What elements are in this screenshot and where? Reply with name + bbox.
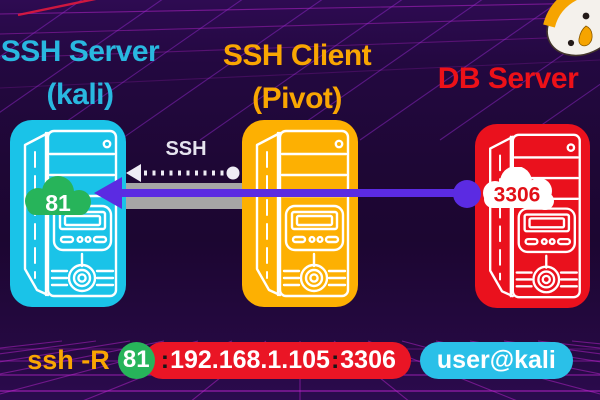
db-server-port-badge: 3306	[479, 167, 559, 213]
port-forward-arrowhead-icon	[94, 177, 122, 209]
computer-tower-icon	[489, 133, 581, 299]
ssh-tunnel-label: SSH	[165, 138, 207, 160]
computer-tower-icon	[255, 129, 350, 298]
command-remote-port: 3306	[340, 345, 396, 374]
command-local-port-badge: 81	[117, 341, 155, 379]
db-server-tower	[475, 124, 590, 308]
ssh-server-title: SSH Server (kali)	[0, 31, 170, 116]
ssh-server-port: 81	[45, 190, 71, 216]
ssh-tunnel-dotted-arrow-icon	[126, 164, 240, 182]
ssh-client-subtitle: (Pivot)	[252, 81, 342, 115]
ssh-command: ssh -R 81 : 192.168.1.105 : 3306 user@ka…	[0, 340, 600, 380]
ssh-server-port-badge: 81	[21, 176, 97, 218]
cloud-icon: 3306	[483, 167, 554, 210]
db-server-title: DB Server	[418, 58, 598, 101]
peeking-bird-mascot-icon	[543, 0, 600, 57]
command-prefix: ssh -R	[27, 344, 110, 375]
command-remote-host-pill: : 192.168.1.105 : 3306	[143, 341, 411, 379]
command-separator: :	[330, 345, 340, 374]
command-separator: :	[160, 345, 170, 374]
cloud-icon: 81	[25, 176, 91, 216]
ssh-client-title: SSH Client (Pivot)	[207, 35, 387, 120]
ssh-server-title-line: SSH Server	[0, 35, 160, 68]
command-remote-host: 192.168.1.105	[170, 345, 330, 374]
ssh-client-tower	[242, 120, 358, 307]
ssh-client-title-line: SSH Client	[222, 39, 372, 72]
command-login-pill: user@kali	[419, 341, 573, 379]
db-server-port: 3306	[494, 184, 541, 207]
port-forward-line	[118, 189, 468, 197]
db-server-title-line: DB Server	[437, 62, 579, 95]
ssh-server-subtitle: (kali)	[46, 77, 114, 111]
port-forward-origin-dot	[453, 180, 481, 208]
